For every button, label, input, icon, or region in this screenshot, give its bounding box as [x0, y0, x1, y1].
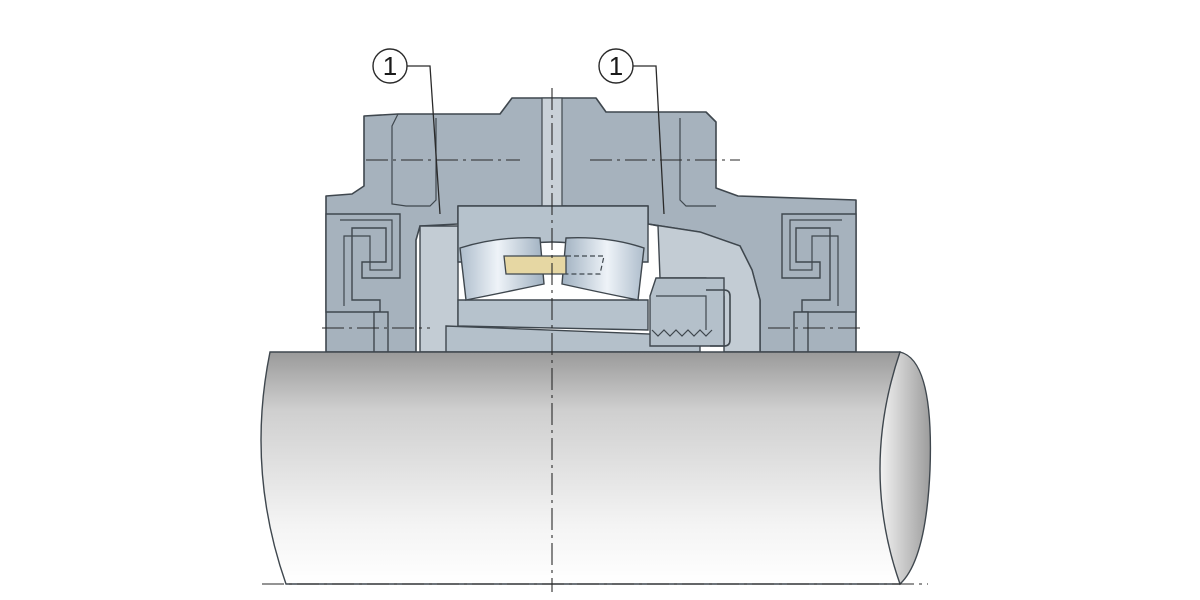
bearing-inner-ring [457, 299, 649, 331]
callout-right-leader [633, 65, 665, 215]
callout-left-leader [407, 65, 441, 215]
housing-contour-right [679, 118, 716, 207]
seal-right-lower [793, 311, 809, 353]
shaft [260, 351, 901, 585]
callout-right: 1 [598, 48, 665, 215]
seal-left-ring [340, 219, 393, 306]
housing-contour-left [391, 113, 437, 207]
cage [503, 255, 567, 275]
lock-washer-tab [706, 289, 731, 347]
roller-right [561, 237, 645, 301]
lock-nut-bevel [656, 295, 707, 330]
shaft-end [879, 351, 932, 586]
seal-left-lower [373, 311, 389, 353]
thread [651, 329, 713, 337]
callout-left: 1 [372, 48, 441, 215]
cage-hidden-edge [566, 255, 605, 275]
seal-right-ring [789, 219, 842, 306]
callout-left-number: 1 [383, 51, 397, 81]
lock-nut [649, 277, 725, 347]
callout-right-number: 1 [609, 51, 623, 81]
